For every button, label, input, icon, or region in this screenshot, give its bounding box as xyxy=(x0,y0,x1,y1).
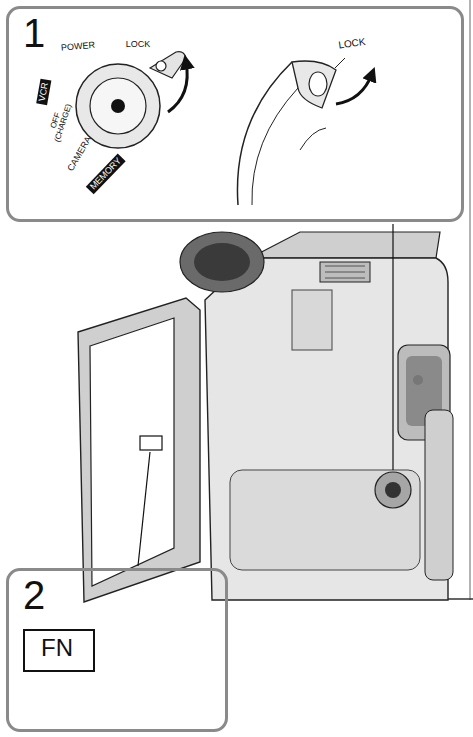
lock-lever-closeup xyxy=(237,58,372,205)
switch-label: POWER xyxy=(61,41,96,53)
step-number: 2 xyxy=(23,573,45,617)
button-label: FN xyxy=(41,635,73,661)
step-callout: 1 xyxy=(6,6,464,222)
step-callout: 2FN xyxy=(6,568,228,732)
switch-label: MEMORY xyxy=(86,153,126,194)
switch-label: LOCK xyxy=(338,37,366,51)
leader-line xyxy=(392,224,393,470)
page-divider xyxy=(470,0,471,600)
leader-line xyxy=(138,452,150,566)
step-number: 1 xyxy=(23,11,45,55)
fn-screen-button xyxy=(140,436,162,450)
power-dial-closeup xyxy=(76,52,187,148)
camcorder-body xyxy=(180,232,453,600)
switch-label: OFF (CHARGE) xyxy=(45,98,75,147)
lcd-panel xyxy=(78,298,200,602)
switch-label: LOCK xyxy=(126,40,151,49)
switch-label: CAMERA xyxy=(66,135,93,173)
switch-label: VCR xyxy=(36,79,52,106)
fn-button: FN xyxy=(23,629,95,672)
